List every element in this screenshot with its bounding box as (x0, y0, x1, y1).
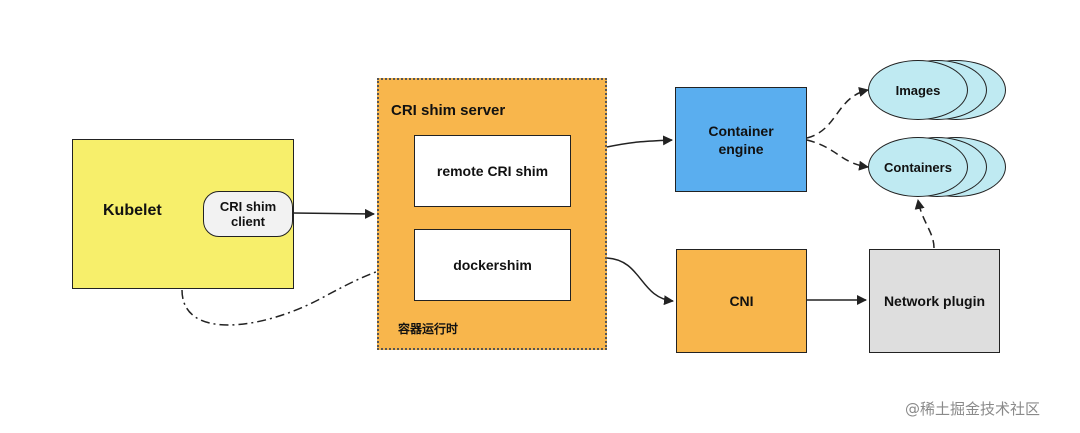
containers-ellipse-front (868, 137, 968, 197)
container-engine-box: Container engine (675, 87, 807, 192)
containers-label: Containers (884, 159, 952, 175)
plugin-to-containers-arrow (914, 199, 935, 249)
images-stack: Images (868, 60, 1008, 122)
dockershim-box: dockershim (414, 229, 571, 301)
dockershim-to-cni-arrow (606, 257, 674, 306)
cri-shim-client: CRI shim client (203, 191, 293, 237)
client-to-server-arrow (292, 208, 375, 219)
container-runtime-label: 容器运行时 (398, 322, 459, 336)
server-to-engine-arrow (606, 135, 673, 148)
cni-box: CNI (676, 249, 807, 353)
remote-cri-shim-box: remote CRI shim (414, 135, 571, 207)
engine-to-containers-arrow (806, 139, 869, 171)
network-plugin-box: Network plugin (869, 249, 1000, 353)
images-label: Images (895, 82, 941, 98)
cri-shim-server-title: CRI shim server (391, 102, 506, 119)
kubelet-to-dockershim-arrow (181, 259, 412, 326)
kubelet-label: Kubelet (103, 202, 162, 219)
images-ellipse-front (868, 60, 968, 120)
engine-to-images-arrow (806, 87, 869, 139)
cri-shim-server-box: CRI shim server 容器运行时 (377, 78, 607, 350)
watermark-text: @稀土掘金技术社区 (905, 400, 1041, 418)
containers-stack: Containers (868, 137, 1008, 199)
